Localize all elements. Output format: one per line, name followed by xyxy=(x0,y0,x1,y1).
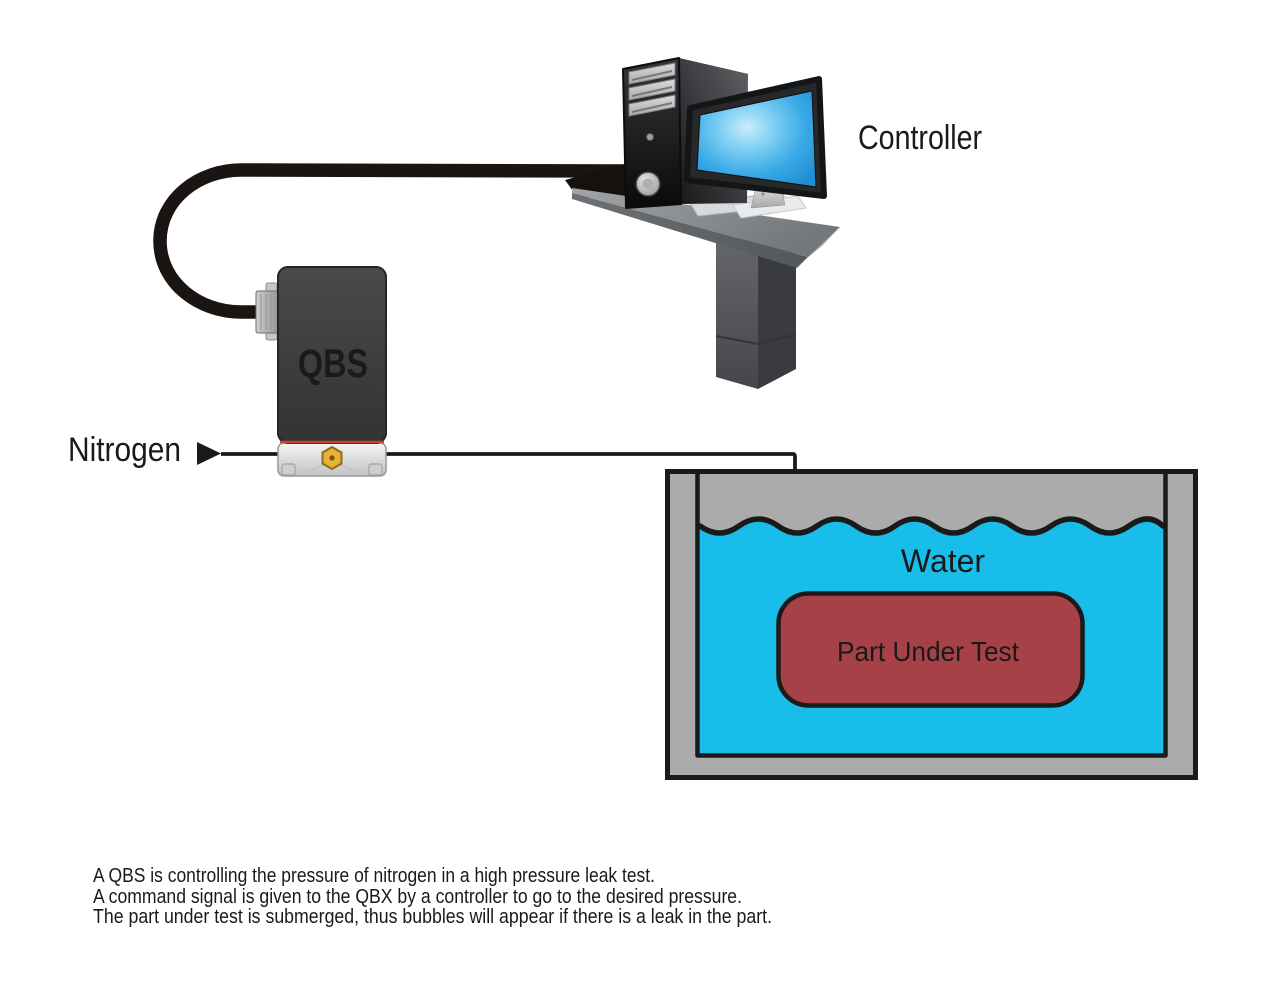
pedestal-side xyxy=(758,233,796,389)
part-under-test xyxy=(776,591,1085,708)
water-tank: Water Part Under Test xyxy=(665,469,1198,780)
fitting-orifice xyxy=(329,455,335,461)
desk-underside xyxy=(572,193,808,268)
caption-line-3: The part under test is submerged, thus b… xyxy=(93,906,772,928)
signal-cable xyxy=(153,163,632,319)
water-surface-wave xyxy=(697,516,1166,536)
caption-line-2: A command signal is given to the QBX by … xyxy=(93,886,742,908)
cable-shadow-wedge xyxy=(565,163,643,198)
controller-computer xyxy=(565,57,840,389)
drive-bay-slot xyxy=(631,86,673,97)
reset-button xyxy=(646,133,654,141)
drive-bays xyxy=(628,62,676,117)
nitrogen-source: Nitrogen xyxy=(68,431,797,597)
qbs-device: QBS xyxy=(255,266,387,477)
drive-bay-slot xyxy=(631,70,673,81)
part-under-test-label: Part Under Test xyxy=(837,636,1019,667)
stand-screw xyxy=(761,192,765,196)
tank-inner-wall xyxy=(695,471,1168,758)
pedestal-front xyxy=(716,234,758,389)
nitrogen-label: Nitrogen xyxy=(68,431,181,469)
pedestal-seam xyxy=(715,333,797,345)
nitrogen-arrow-icon xyxy=(197,442,221,465)
base-foot xyxy=(368,463,383,476)
drive-bay-slot xyxy=(631,102,673,113)
connector-ridges xyxy=(260,294,272,330)
nitrogen-pipe xyxy=(221,452,797,597)
controller-label: Controller xyxy=(858,119,982,157)
qbs-label: QBS xyxy=(298,342,368,386)
caption-line-1: A QBS is controlling the pressure of nit… xyxy=(93,865,655,887)
caption: A QBS is controlling the pressure of nit… xyxy=(93,865,772,928)
monitor-screen xyxy=(696,90,817,188)
base-foot xyxy=(281,463,296,476)
power-button-center xyxy=(642,178,654,190)
water-label: Water xyxy=(901,543,986,579)
